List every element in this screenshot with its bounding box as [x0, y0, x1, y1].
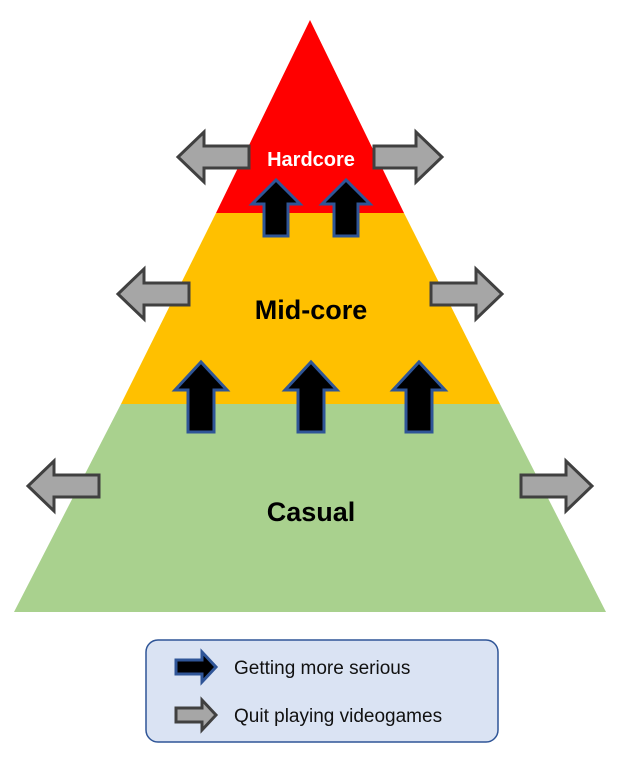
- legend-box: [145, 639, 499, 743]
- quit-arrow-right-casual: [519, 457, 595, 515]
- quit-arrow-left-casual: [25, 457, 101, 515]
- serious-arrow-casual-right: [389, 359, 449, 434]
- quit-arrow-right-hardcore: [372, 128, 445, 186]
- quit-arrow-left-hardcore: [175, 128, 251, 186]
- legend-label-quit: Quit playing videogames: [234, 706, 442, 727]
- quit-arrows: [25, 128, 595, 515]
- gray-arrow-icon: [174, 696, 219, 734]
- serious-arrow-midcore-right: [318, 177, 374, 238]
- casual-label: Casual: [267, 497, 356, 527]
- serious-arrow-casual-center: [281, 359, 341, 434]
- legend: Getting more serious Quit playing videog…: [145, 639, 499, 743]
- hardcore-tier: [216, 20, 404, 213]
- serious-arrow-casual-left: [171, 359, 231, 434]
- quit-arrow-right-midcore: [429, 265, 505, 323]
- hardcore-label: Hardcore: [267, 149, 355, 171]
- midcore-tier: [121, 213, 500, 404]
- casual-tier: [14, 404, 606, 612]
- serious-arrow-midcore-left: [248, 177, 304, 238]
- serious-arrows: [171, 177, 449, 434]
- black-arrow-icon: [174, 648, 219, 686]
- midcore-label: Mid-core: [255, 295, 368, 325]
- quit-arrow-left-midcore: [115, 265, 191, 323]
- legend-label-serious: Getting more serious: [234, 658, 410, 679]
